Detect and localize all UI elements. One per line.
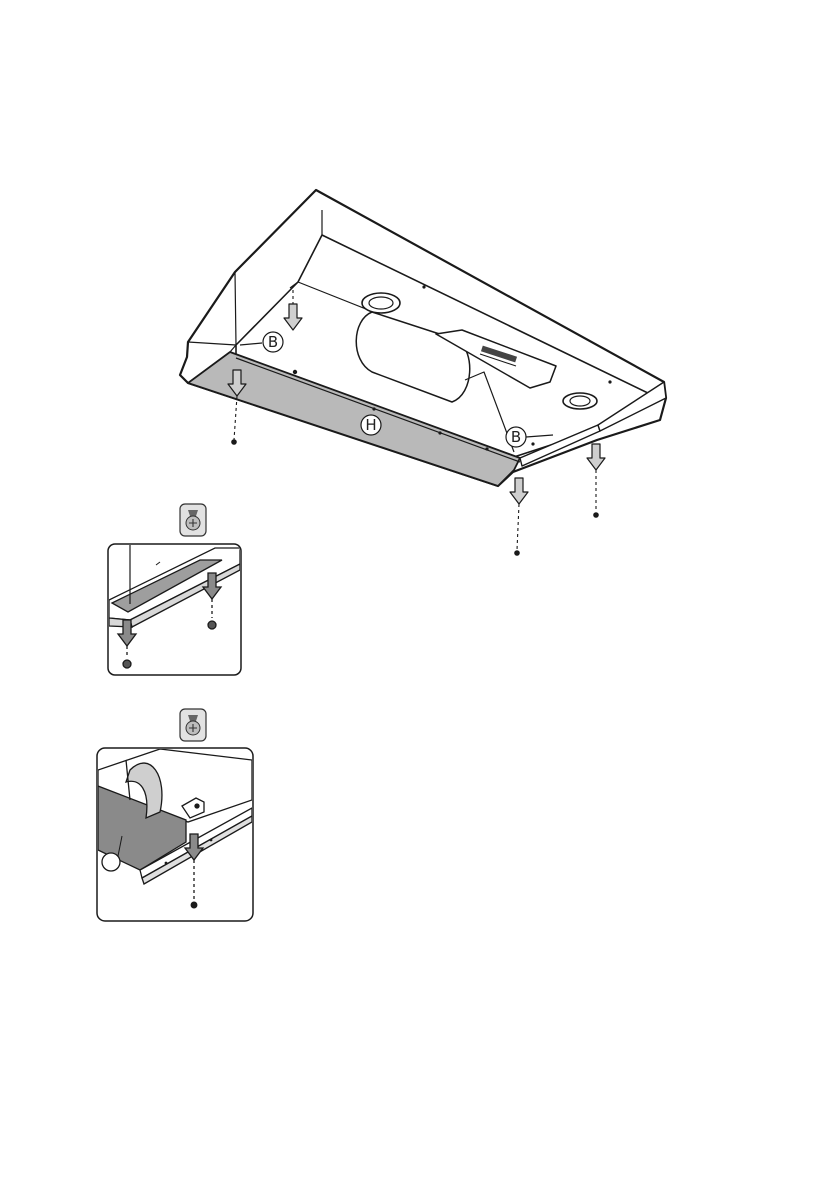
label-panel: H <box>365 416 376 434</box>
screwdriver-icon <box>180 709 206 741</box>
screwdriver-icon <box>180 504 206 536</box>
detail-view-2 <box>97 748 253 921</box>
range-hood-main-view: B B H <box>180 190 666 556</box>
detail-view-1 <box>108 544 241 675</box>
callout-H: H <box>361 415 381 435</box>
label-bracket-left: B <box>268 333 278 351</box>
label-bracket-right: B <box>511 428 521 446</box>
